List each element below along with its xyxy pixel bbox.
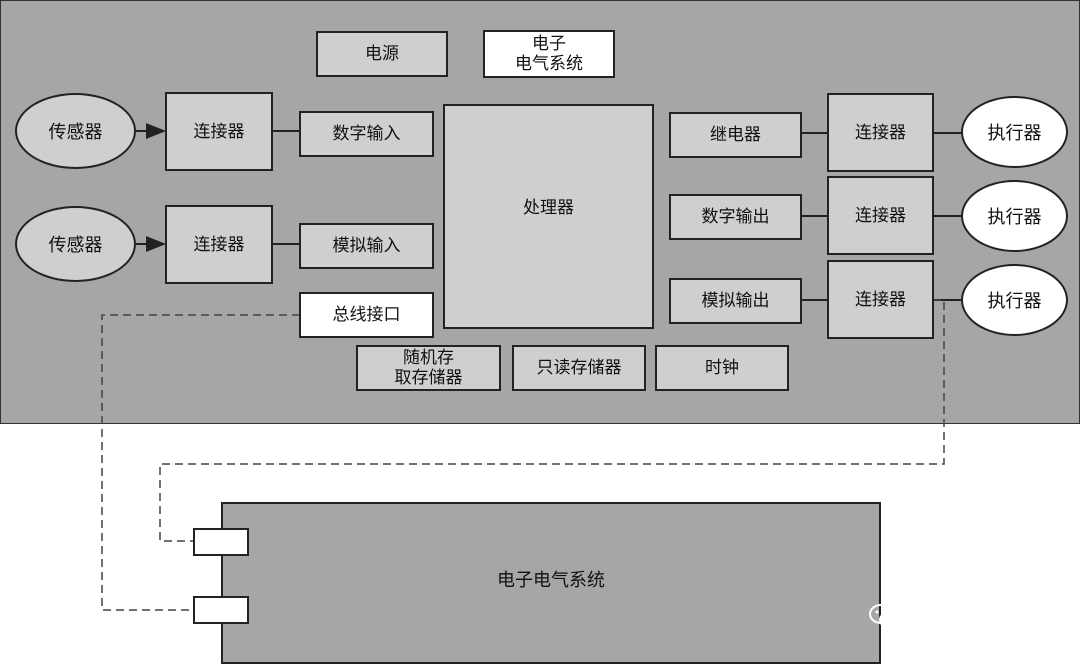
actuator-3: 执行器 [961, 264, 1068, 336]
port-lower [193, 596, 249, 624]
connector-out-1: 连接器 [827, 93, 934, 172]
connector-in-2: 连接器 [165, 205, 273, 284]
digital-input: 数字输入 [299, 111, 434, 157]
sensor-1: 传感器 [15, 93, 136, 169]
actuator-2: 执行器 [961, 180, 1068, 252]
processor: 处理器 [443, 104, 654, 329]
ees-bottom-box [221, 502, 881, 664]
ees-top-box: 电子 电气系统 [483, 30, 615, 78]
connector-in-1: 连接器 [165, 92, 273, 171]
actuator-1: 执行器 [961, 96, 1068, 168]
analog-input: 模拟输入 [299, 223, 434, 269]
ram-box: 随机存 取存储器 [356, 345, 501, 391]
ees-bottom-label: 电子电气系统 [497, 570, 605, 591]
port-upper [193, 528, 249, 556]
sensor-2: 传感器 [15, 206, 136, 282]
wechat-icon [869, 604, 901, 629]
digital-output: 数字输出 [669, 194, 802, 240]
relay: 继电器 [669, 112, 802, 158]
rom-box: 只读存储器 [512, 345, 646, 391]
connector-out-3: 连接器 [827, 260, 934, 339]
analog-output: 模拟输出 [669, 278, 802, 324]
bus-line-right [159, 299, 945, 542]
bus-interface: 总线接口 [299, 292, 434, 338]
bus-line-left [101, 314, 300, 611]
connector-out-2: 连接器 [827, 176, 934, 255]
watermark-text: 智车Robot [908, 607, 1016, 632]
clock-box: 时钟 [655, 345, 789, 391]
power-box: 电源 [316, 31, 448, 77]
watermark: 智车Robot [868, 600, 1016, 634]
